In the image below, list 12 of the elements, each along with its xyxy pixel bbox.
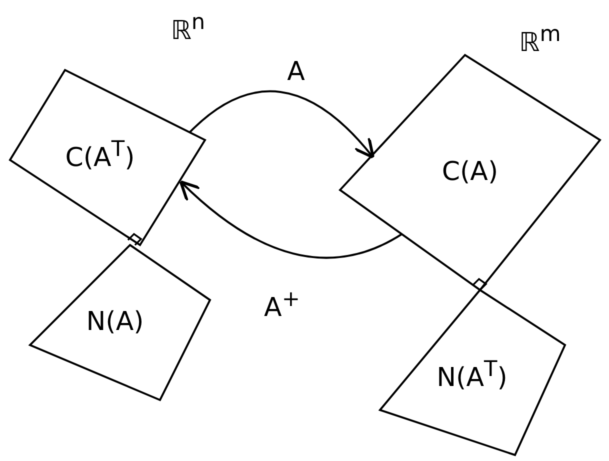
subspace-quadrilateral (10, 70, 205, 245)
space-label: ℝ$^{n}$ (170, 10, 206, 46)
curved-arrow (189, 90, 375, 159)
subspace-label: N(A$^{T}$) (436, 357, 508, 393)
curved-arrow (179, 180, 402, 259)
subspace-label: C(A) (442, 157, 498, 187)
subspace-quadrilateral (30, 245, 210, 400)
subspace-quadrilateral (380, 290, 565, 455)
subspace-quadrilateral (340, 55, 600, 290)
space-label: ℝ$^{m}$ (519, 22, 561, 58)
subspace-label: N(A) (86, 307, 144, 337)
subspace-label: C(A$^{T}$) (65, 137, 135, 173)
